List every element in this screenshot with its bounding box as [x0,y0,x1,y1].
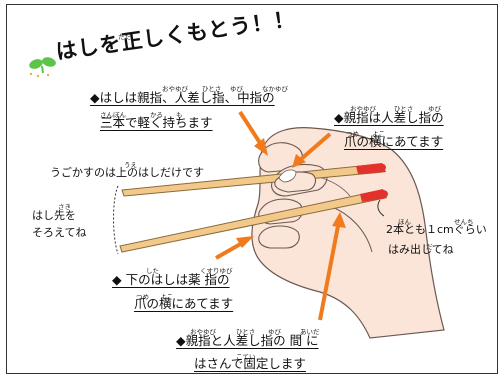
ruby: よこ [372,130,385,138]
sprout-icon [29,57,56,78]
ruby: ゆび [428,105,441,113]
ruby: さき [58,203,71,211]
ruby: くすりゆび [200,267,233,275]
ruby: あいだ [300,328,320,336]
ruby: なかゆび [262,85,288,93]
note-tips-line1: はし先を [32,209,76,222]
title-ruby: ただ [118,33,131,41]
note-hold-line1: ◆親指と人差し指の 間 に [176,333,319,348]
note-thumb-line2: 爪の横にあてます [344,134,444,149]
lower-chopstick [119,189,388,253]
note-upper-moves: うごかすのは上のはしだけです [50,166,204,179]
ruby: おやゆび [350,105,376,113]
ruby: ひとさ [394,105,414,113]
ruby: ひとさ [236,328,256,336]
note-ring-line2: 爪の横にあてます [134,296,234,311]
note-stick-out-line1: 2本とも１cmぐらい [386,223,487,236]
ruby: した [146,267,159,275]
ruby: おやゆび [190,328,216,336]
note-three-fingers-line2: 三本で軽く持ちます [100,115,213,130]
ruby: こてい [236,353,256,361]
note-tips-line2: そろえてね [32,226,87,239]
ruby: ゆび [268,328,281,336]
ruby: よこ [160,293,173,301]
ruby: ほん [398,218,411,226]
ruby: おやゆび [162,85,188,93]
ruby: つめ [346,130,359,138]
ruby: だ [426,243,433,251]
ruby: ゆび [230,85,243,93]
note-hold-line2: はさんで固定します [194,356,306,371]
note-thumb-line1: ◆親指は人差し指の [334,110,444,125]
ruby: ひとさ [202,85,222,93]
note-three-fingers-line1: ◆はしは親指、人差し指、中指の [90,90,275,105]
ruby: うえ [124,161,137,169]
ruby: せんち [454,218,474,226]
note-stick-out-line2: はみ出してね [388,243,454,256]
note-ring-line1: ◆ 下のはしは薬 指の [112,272,230,287]
ruby: つめ [136,293,149,301]
ruby: さんぼん [100,111,126,119]
ruby: も [176,111,183,119]
arrow-icon [215,110,346,321]
ruby: かる [150,111,163,119]
